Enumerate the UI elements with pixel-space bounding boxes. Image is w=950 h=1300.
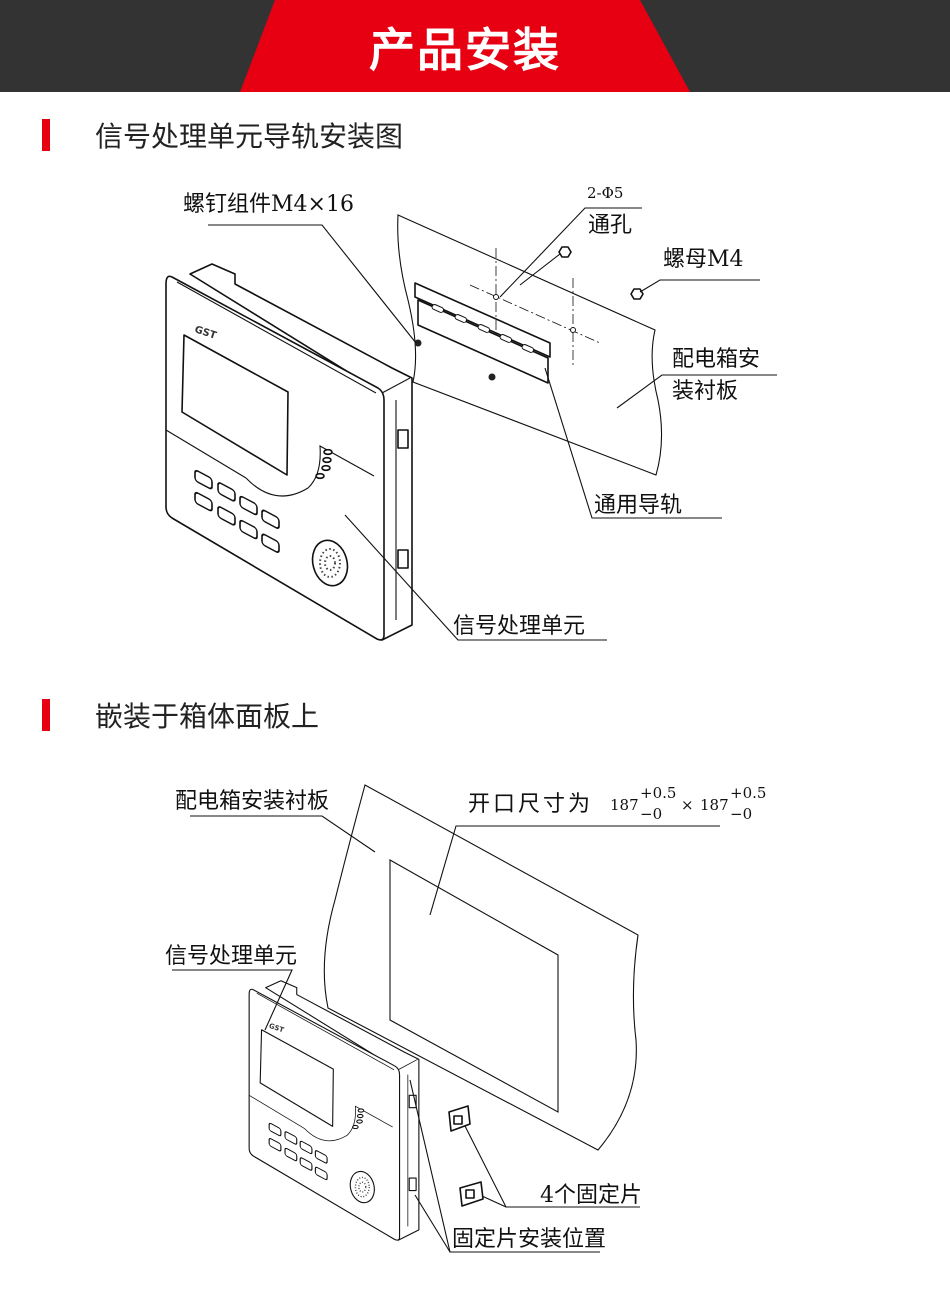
screw-icon [488, 373, 496, 381]
opening-dimension: 187 +0.5 −0 × 187 +0.5 −0 [610, 784, 766, 823]
svg-text:×: × [681, 796, 694, 814]
section-title: 信号处理单元导轨安装图 [95, 120, 404, 153]
header-banner: 产品安装 [0, 0, 950, 92]
label-clips: 4个固定片 [540, 1183, 642, 1208]
mounting-board [397, 214, 663, 476]
label-hole: 通孔 [588, 213, 632, 238]
clip-icon [448, 1105, 471, 1132]
label-rail: 通用导轨 [594, 493, 682, 518]
label-screw: 螺钉组件M4×16 [183, 192, 354, 217]
clip-icon [459, 1181, 484, 1207]
mounting-board [323, 784, 639, 1151]
header-red-trapezoid [240, 0, 690, 92]
svg-text:+0.5: +0.5 [730, 784, 766, 802]
signal-processing-unit [248, 980, 420, 1241]
label-nut: 螺母M4 [663, 247, 744, 272]
rail-mount-drawing: 螺钉组件M4×16 2-Φ5 通孔 螺母M4 配电箱安 装衬板 通用导轨 信号处… [165, 184, 777, 641]
label-unit: 信号处理单元 [165, 944, 297, 969]
section-heading-panel: 嵌装于箱体面板上 [42, 699, 319, 733]
hole [493, 294, 499, 300]
section-title: 嵌装于箱体面板上 [95, 700, 320, 733]
panel-mount-drawing: 配电箱安装衬板 开口尺寸为 187 +0.5 −0 × 187 +0.5 −0 … [165, 784, 766, 1253]
svg-text:−0: −0 [640, 805, 662, 823]
svg-text:187: 187 [700, 796, 729, 814]
label-hole-spec: 2-Φ5 [587, 184, 623, 202]
label-board: 配电箱安装衬板 [175, 789, 329, 814]
centerlines [469, 248, 601, 365]
nut-icon [630, 288, 644, 300]
label-board-2: 装衬板 [672, 379, 738, 404]
signal-processing-unit [165, 263, 413, 641]
nut-icon [558, 246, 572, 258]
section-marker [42, 119, 50, 151]
section-heading-rail: 信号处理单元导轨安装图 [42, 119, 403, 153]
cutout-opening [389, 859, 559, 1113]
label-board-1: 配电箱安 [672, 347, 760, 372]
svg-text:187: 187 [610, 796, 639, 814]
svg-text:+0.5: +0.5 [640, 784, 676, 802]
screw-icon [414, 339, 422, 347]
label-unit: 信号处理单元 [453, 614, 585, 639]
din-rail [414, 282, 551, 384]
page-title: 产品安装 [369, 23, 561, 77]
label-opening: 开口尺寸为 [468, 792, 593, 817]
section-marker [42, 699, 50, 731]
label-clip-position: 固定片安装位置 [452, 1227, 606, 1252]
svg-text:−0: −0 [730, 805, 752, 823]
hole [570, 327, 576, 333]
